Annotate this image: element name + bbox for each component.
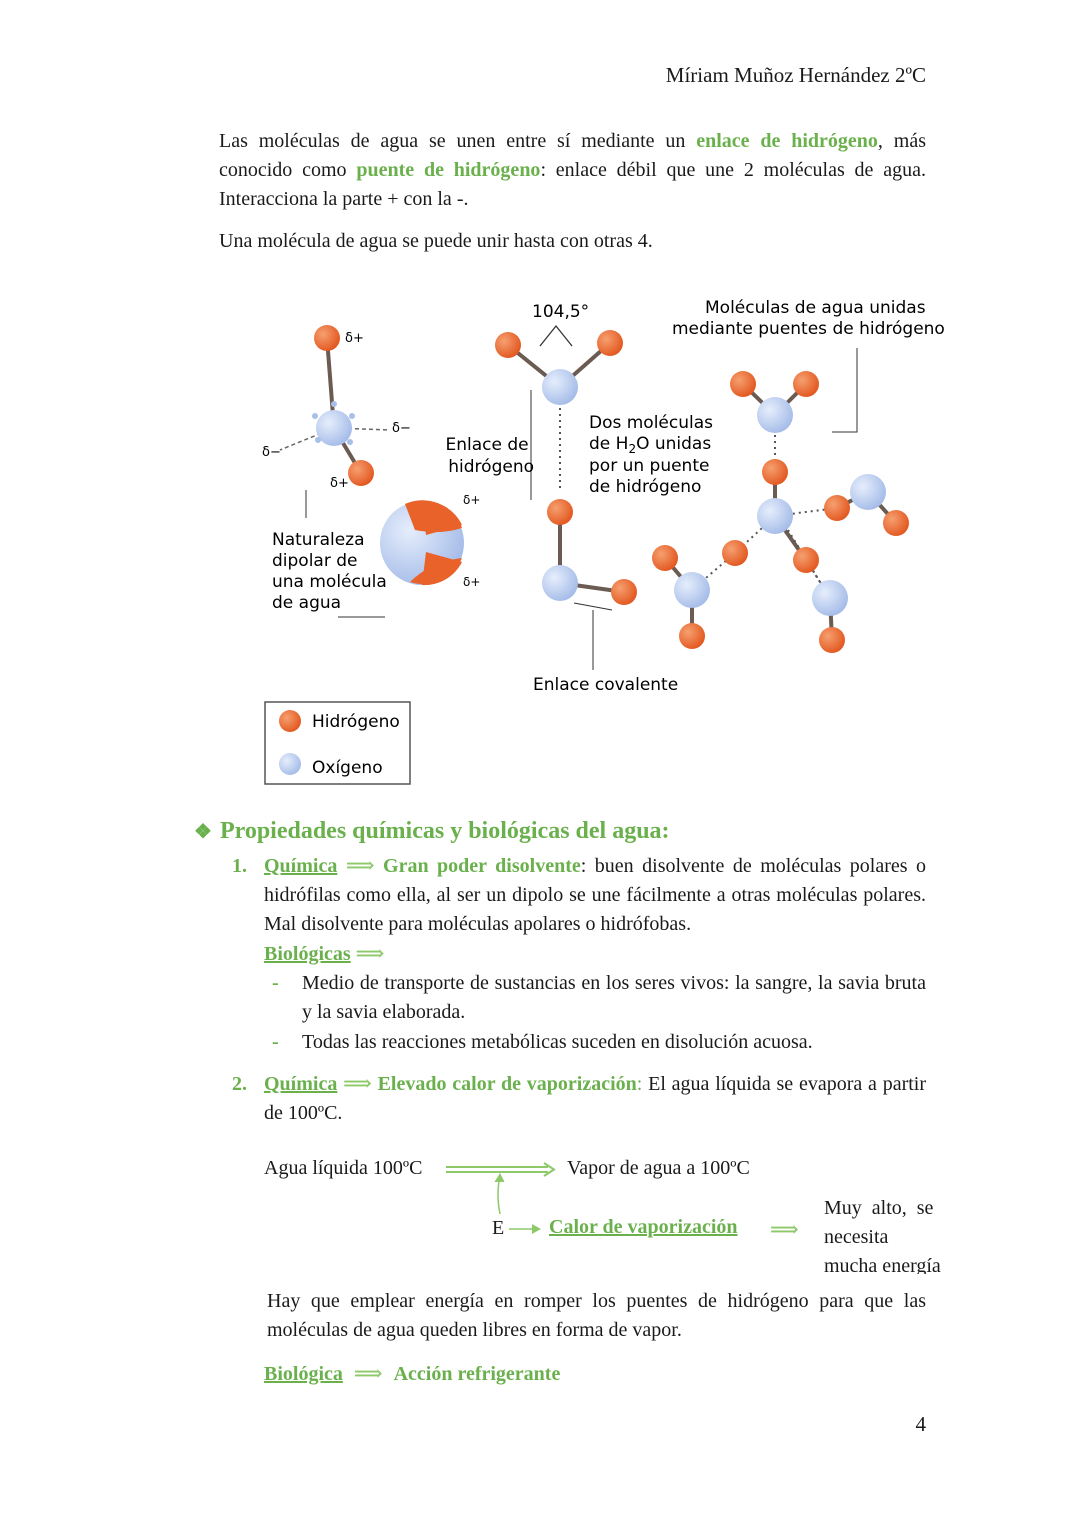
item-1-bullet-1: - Medio de transporte de sustancias en l… — [264, 969, 926, 1027]
label-dipole: Naturaleza dipolar de una molécula de ag… — [272, 530, 392, 613]
eq-note-line-1: Muy alto, se — [824, 1197, 934, 1219]
eq-note: Muy alto, se necesita mucha energía — [824, 1194, 952, 1274]
delta-minus-left: δ− — [262, 445, 281, 460]
dipole-molecule — [279, 325, 391, 518]
item-2-term: Elevado calor de vaporización — [377, 1073, 637, 1095]
dash-bullet-icon: - — [272, 972, 279, 994]
item-2-number: 2. — [232, 1073, 247, 1095]
eq-heat-label: Calor de vaporización — [549, 1216, 738, 1238]
eq-note-line-2: necesita — [824, 1226, 889, 1248]
energy-input-arrow — [494, 1172, 505, 1215]
section-bullet-icon: ❖ — [194, 821, 212, 843]
eq-left: Agua líquida 100ºC — [264, 1157, 423, 1179]
item-2-explanation: Hay que emplear energía en romper los pu… — [267, 1290, 926, 1341]
angle-label: 104,5° — [532, 302, 589, 322]
intro-text-b: , más conocido como — [219, 130, 926, 181]
section-heading: ❖ Propiedades químicas y biológicas del a… — [194, 818, 670, 845]
intro-paragraph: Las moléculas de agua se unen entre sí m… — [219, 127, 926, 214]
bullet-text: Todas las reacciones metabólicas suceden… — [302, 1031, 813, 1053]
item-2-biologica-label: Biológica — [264, 1363, 343, 1385]
item-1-term: Gran poder disolvente — [383, 855, 581, 877]
item-2-colon: : — [636, 1073, 643, 1095]
item-2-biologica-term: Acción refrigerante — [393, 1363, 561, 1385]
eq-note-line-3: mucha energía — [824, 1255, 941, 1274]
eq-e: E — [492, 1217, 505, 1239]
arrow-icon: ⟹ — [345, 855, 375, 877]
item-1-bullet-2: - Todas las reacciones metabólicas suced… — [264, 1028, 926, 1057]
legend-hydrogen-swatch — [279, 710, 301, 732]
delta-plus-sphere-bottom: δ+ — [463, 575, 480, 589]
arrow-icon: ⟹ — [353, 1363, 383, 1385]
item-1-quimica: Química ⟹ Gran poder disolvente: buen di… — [264, 852, 926, 939]
delta-plus-top: δ+ — [345, 331, 364, 346]
delta-plus-bottom: δ+ — [330, 476, 349, 491]
header-author: Míriam Muñoz Hernández 2ºC — [665, 63, 926, 87]
label-hbond: Enlace de hidrógeno — [445, 435, 534, 477]
delta-minus-right: δ− — [392, 421, 411, 436]
intro-paragraph-2: Una molécula de agua se puede unir hasta… — [219, 230, 653, 252]
item-1-quimica-label: Química — [264, 855, 338, 877]
legend-oxygen-swatch — [279, 753, 301, 775]
term-puente-hidrogeno: puente de hidrógeno — [356, 159, 541, 181]
item-2-text: El agua líquida se evapora a partir de 1… — [264, 1073, 927, 1124]
label-two-molecules: Dos moléculas de H2O unidas por un puent… — [589, 413, 718, 497]
legend-hydrogen: Hidrógeno — [312, 712, 400, 732]
page-number: 4 — [915, 1412, 927, 1436]
item-1-biologicas-label: Biológicas — [264, 943, 351, 965]
charge-sphere — [380, 500, 464, 586]
item-2-quimica: Química ⟹ Elevado calor de vaporización:… — [264, 1070, 926, 1128]
arrow-icon: ⟹ — [343, 1073, 372, 1095]
two-molecules — [495, 330, 637, 605]
eq-right: Vapor de agua a 100ºC — [567, 1157, 750, 1179]
delta-plus-sphere-top: δ+ — [463, 493, 480, 507]
item-2-biologica: Biológica ⟹ Acción refrigerante — [264, 1360, 560, 1389]
water-molecule-figure: δ+ δ− δ− δ+ Naturaleza dipolar de una mo… — [262, 298, 945, 785]
term-enlace-hidrogeno: enlace de hidrógeno — [696, 130, 878, 152]
bullet-text: Medio de transporte de sustancias en los… — [302, 972, 926, 1023]
intro-text-a: Las moléculas de agua se unen entre sí m… — [219, 130, 697, 152]
intro-text-c: : enlace débil que une 2 moléculas de ag… — [219, 159, 926, 210]
item-1-number: 1. — [232, 855, 247, 877]
arrow-icon: ⟹ — [355, 943, 385, 965]
legend-oxygen: Oxígeno — [312, 758, 383, 778]
molecule-network — [652, 371, 909, 653]
item-1-text: : buen disolvente de moléculas polares o… — [264, 855, 927, 935]
label-covalent: Enlace covalente — [533, 675, 678, 695]
section-title: Propiedades químicas y biológicas del ag… — [219, 818, 670, 844]
reaction-arrow — [446, 1162, 556, 1177]
item-1-biologicas: Biológicas ⟹ — [264, 940, 384, 969]
figure-legend: Hidrógeno Oxígeno — [264, 701, 411, 785]
e-arrow — [509, 1224, 541, 1234]
arrow-icon: ⟹ — [770, 1219, 799, 1241]
item-2-quimica-label: Química — [264, 1073, 338, 1095]
dash-bullet-icon: - — [272, 1031, 279, 1053]
label-network: Moléculas de agua unidas mediante puente… — [672, 298, 945, 339]
